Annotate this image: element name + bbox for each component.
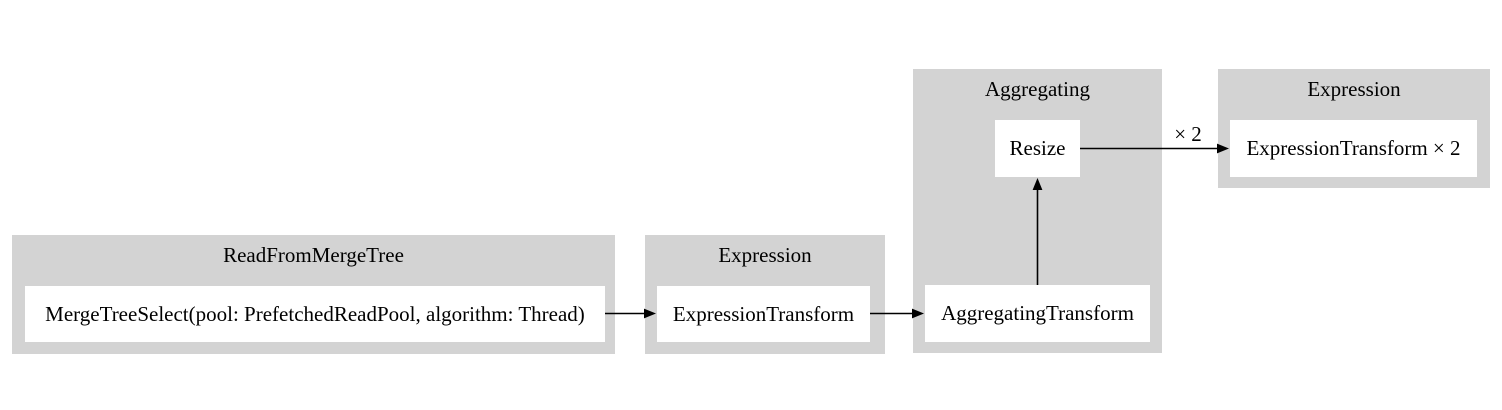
node-resize: Resize <box>995 120 1080 177</box>
node-merge-tree-select: MergeTreeSelect(pool: PrefetchedReadPool… <box>25 286 605 342</box>
node-expression-transform-x2: ExpressionTransform × 2 <box>1230 120 1477 177</box>
cluster-aggregating-label: Aggregating <box>985 77 1090 101</box>
edge-multiplier-label: × 2 <box>1174 122 1202 146</box>
cluster-read-from-merge-tree: ReadFromMergeTree MergeTreeSelect(pool: … <box>12 235 615 354</box>
cluster-expression-1-label: Expression <box>718 243 812 267</box>
node-aggregating-transform: AggregatingTransform <box>925 285 1150 342</box>
cluster-expression-2-label: Expression <box>1307 77 1401 101</box>
cluster-aggregating: Aggregating Resize AggregatingTransform <box>913 69 1162 353</box>
cluster-expression-1: Expression ExpressionTransform <box>645 235 885 354</box>
node-expression-transform: ExpressionTransform <box>657 286 870 342</box>
cluster-read-from-merge-tree-label: ReadFromMergeTree <box>223 243 404 267</box>
cluster-expression-2: Expression ExpressionTransform × 2 <box>1218 69 1490 188</box>
